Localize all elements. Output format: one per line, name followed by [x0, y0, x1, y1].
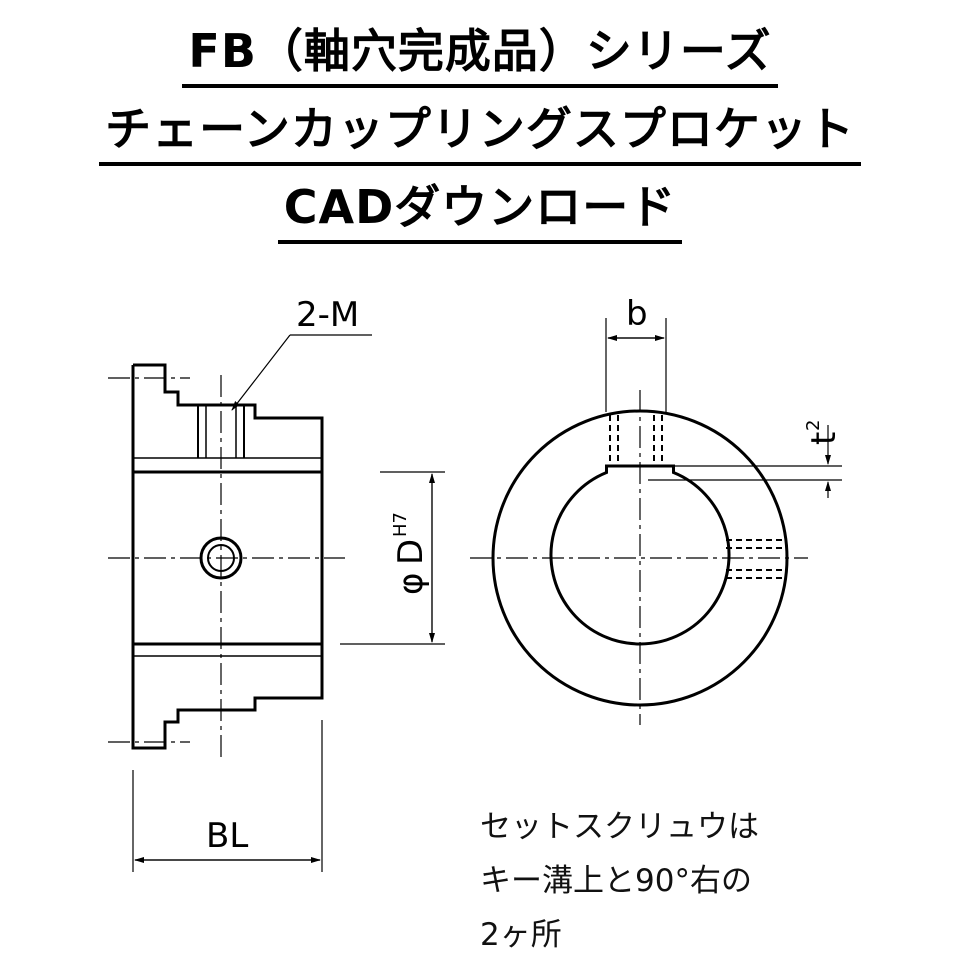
top-screw-hidden — [609, 415, 663, 466]
set-screw-note: セットスクリュウは キー溝上と90°右の 2ヶ所 — [480, 800, 759, 962]
length-label: BL — [206, 816, 248, 856]
note-line-1: セットスクリュウは — [480, 809, 759, 845]
b-dimension — [605, 318, 667, 412]
title-line-3: CADダウンロード — [277, 174, 683, 244]
bore-label: φ D H7 — [390, 512, 431, 595]
title-line-1: FB（軸穴完成品）シリーズ — [182, 18, 778, 88]
lower-flange-outline — [131, 644, 324, 750]
set-screw-hole-top — [197, 405, 245, 458]
key-depth-sup: 2 — [803, 420, 824, 431]
bore-dimension — [340, 471, 445, 645]
end-view — [470, 318, 842, 725]
key-depth-label: t 2 — [803, 420, 844, 445]
key-width-label: b — [626, 294, 648, 334]
bore-sup: H7 — [390, 512, 411, 537]
bore-with-keyway — [549, 464, 731, 646]
bl-dimension — [132, 720, 323, 872]
title-block: FB（軸穴完成品）シリーズ チェーンカップリングスプロケット CADダウンロード — [0, 18, 960, 252]
note-line-3: 2ヶ所 — [480, 917, 562, 953]
side-view — [108, 334, 445, 872]
key-depth-text: t — [804, 432, 844, 445]
bore-text: D — [391, 539, 431, 565]
screw-leader — [231, 334, 372, 411]
t2-dimension — [648, 425, 842, 498]
title-line-2: チェーンカップリングスプロケット — [99, 96, 861, 166]
upper-flange-outline — [133, 363, 324, 472]
right-screw-hidden — [726, 539, 786, 579]
note-line-2: キー溝上と90°右の — [480, 863, 752, 899]
bore-prefix: φ — [391, 573, 431, 595]
screw-label: 2-M — [296, 295, 359, 335]
hub-body — [131, 470, 324, 646]
